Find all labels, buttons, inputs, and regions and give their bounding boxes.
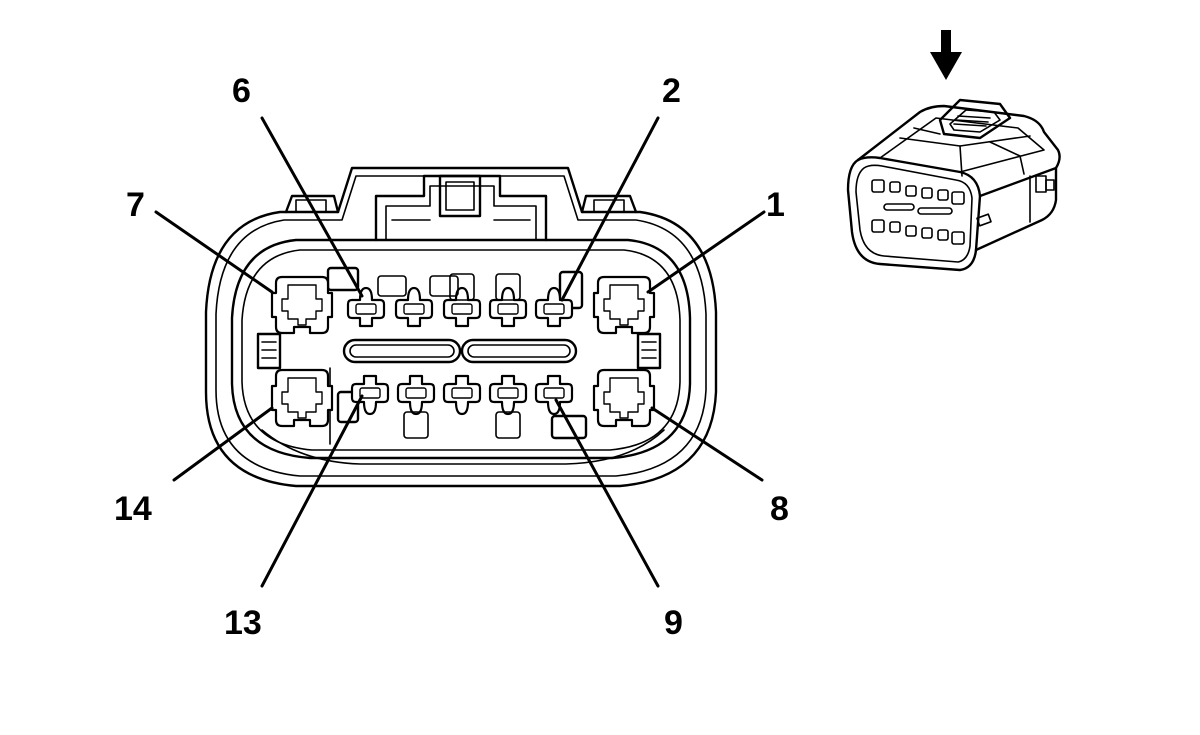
pin-label-13: 13	[224, 604, 262, 642]
side-ribs	[256, 332, 662, 445]
cavity-tower-3	[403, 411, 429, 439]
pin-label-2: 2	[662, 72, 681, 110]
pin-cavities	[270, 273, 656, 439]
cavity-pin-14	[270, 368, 334, 428]
leader-pin-13	[260, 394, 364, 588]
cavity-pin-2-terminal	[543, 303, 565, 315]
cavity-tower-4	[495, 411, 521, 439]
cavity-pin-2	[534, 286, 574, 328]
cavity-pin-8-terminal	[603, 377, 645, 419]
cavity-pin-4	[442, 286, 482, 328]
leader-pin-7	[154, 210, 274, 294]
pin-label-14: 14	[114, 490, 152, 528]
cavity-pin-9-terminal	[543, 387, 565, 399]
cavity-pin-11	[442, 374, 482, 416]
cavity-pin-13	[350, 374, 390, 416]
pin-labels: 6 2 7 1 14 8 13 9	[114, 72, 789, 642]
cavity-tower-top-1	[377, 275, 407, 297]
connector-housing	[204, 166, 718, 488]
cavity-pin-12-terminal	[405, 387, 427, 399]
cavity-pin-4-terminal	[451, 303, 473, 315]
cavity-pin-10	[488, 374, 528, 416]
cavity-pin-12	[396, 374, 436, 416]
cavity-pin-6	[346, 286, 386, 328]
cavity-pin-9	[534, 374, 574, 416]
cavity-pin-1	[592, 275, 656, 335]
keying-slots	[342, 338, 578, 364]
cavity-pin-1-terminal	[603, 284, 645, 326]
cavity-pin-3-terminal	[497, 303, 519, 315]
cavity-pin-3	[488, 286, 528, 328]
leader-pin-14	[172, 406, 274, 482]
pin-label-6: 6	[232, 72, 251, 110]
cavity-tower-1	[449, 273, 475, 301]
cavity-pin-11-terminal	[451, 387, 473, 399]
leader-pin-1	[646, 210, 766, 294]
pin-label-7: 7	[126, 186, 145, 224]
cavity-pin-13-terminal	[359, 387, 381, 399]
cavity-tower-2	[495, 273, 521, 301]
leader-pin-9	[554, 398, 660, 588]
cavity-pin-5	[394, 286, 434, 328]
callout-leaders	[154, 116, 766, 588]
cavity-pin-7-terminal	[281, 284, 323, 326]
cavity-pin-10-terminal	[497, 387, 519, 399]
leader-pin-2	[560, 116, 660, 302]
pin-label-8: 8	[770, 490, 789, 528]
cavity-pin-6-terminal	[355, 303, 377, 315]
cavity-pin-8	[592, 368, 656, 428]
locking-latch	[284, 174, 638, 242]
cavity-pin-5-terminal	[403, 303, 425, 315]
connector-isometric-view	[846, 98, 1061, 272]
view-direction-arrow-icon	[930, 30, 962, 80]
pin-label-9: 9	[664, 604, 683, 642]
cavity-pin-7	[270, 275, 334, 335]
cavity-tower-top-2	[429, 275, 459, 297]
leader-pin-8	[650, 406, 764, 482]
cavity-pin-14-terminal	[281, 377, 323, 419]
leader-pin-6	[260, 116, 364, 298]
pin-label-1: 1	[766, 186, 785, 224]
